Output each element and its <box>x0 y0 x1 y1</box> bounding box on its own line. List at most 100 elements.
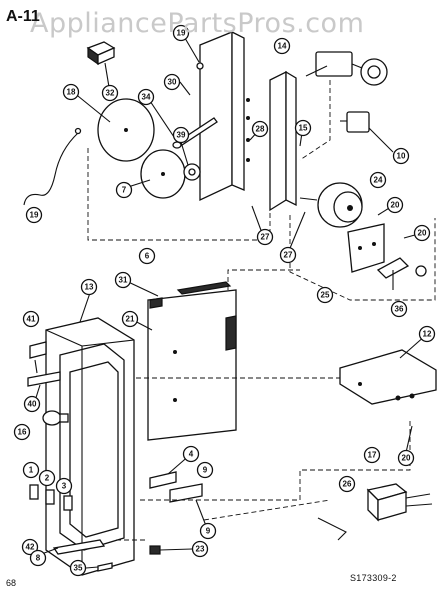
callout-19: 19 <box>25 206 43 224</box>
svg-text:31: 31 <box>119 276 128 285</box>
callout-28: 28 <box>251 120 269 138</box>
drawing-number: S173309-2 <box>350 573 397 583</box>
callout-20: 20 <box>413 224 431 242</box>
svg-text:32: 32 <box>106 89 115 98</box>
svg-text:2: 2 <box>45 474 50 483</box>
svg-text:8: 8 <box>36 554 41 563</box>
micro-switch <box>376 257 410 290</box>
callout-41: 41 <box>22 310 40 328</box>
callout-32: 32 <box>101 84 119 102</box>
callout-40: 40 <box>23 395 41 413</box>
svg-text:40: 40 <box>28 400 37 409</box>
svg-text:35: 35 <box>74 564 83 573</box>
callout-18: 18 <box>62 83 80 101</box>
svg-text:19: 19 <box>30 211 39 220</box>
svg-text:30: 30 <box>168 78 177 87</box>
callout-2: 2 <box>38 469 56 487</box>
svg-text:4: 4 <box>189 450 194 459</box>
callout-1: 1 <box>22 461 40 479</box>
callout-31: 31 <box>114 271 132 289</box>
svg-text:12: 12 <box>423 330 432 339</box>
svg-text:19: 19 <box>177 29 186 38</box>
callout-42: 42 <box>21 538 39 556</box>
callout-27: 27 <box>279 246 297 264</box>
wire-harness <box>23 127 82 206</box>
nut <box>415 265 427 277</box>
svg-text:42: 42 <box>26 543 35 552</box>
callout-26: 26 <box>338 475 356 493</box>
callout-13: 13 <box>80 278 98 296</box>
callout-23: 23 <box>191 540 209 558</box>
callout-19: 19 <box>172 24 190 42</box>
svg-text:9: 9 <box>206 527 211 536</box>
spacer-block <box>149 471 177 489</box>
spacer-block <box>169 483 203 503</box>
control-panel <box>147 289 237 441</box>
svg-text:9: 9 <box>203 466 208 475</box>
connector-strip <box>225 315 237 351</box>
svg-text:23: 23 <box>196 545 205 554</box>
callout-9: 9 <box>196 461 214 479</box>
callout-12: 12 <box>418 325 436 343</box>
svg-text:3: 3 <box>62 482 67 491</box>
gear-motor <box>299 182 363 228</box>
svg-text:27: 27 <box>284 251 293 260</box>
svg-text:34: 34 <box>142 93 151 102</box>
svg-text:41: 41 <box>27 315 36 324</box>
callout-17: 17 <box>363 446 381 464</box>
svg-text:28: 28 <box>256 125 265 134</box>
callout-35: 35 <box>69 559 87 577</box>
svg-text:7: 7 <box>122 186 127 195</box>
callout-34: 34 <box>137 88 155 106</box>
callout-16: 16 <box>13 423 31 441</box>
svg-text:16: 16 <box>18 428 27 437</box>
callout-30: 30 <box>163 73 181 91</box>
callout-3: 3 <box>55 477 73 495</box>
mounting-bracket <box>199 30 297 212</box>
svg-text:1: 1 <box>29 466 34 475</box>
svg-text:20: 20 <box>402 454 411 463</box>
svg-text:15: 15 <box>299 124 308 133</box>
allen-wrench <box>317 517 347 541</box>
callout-15: 15 <box>294 119 312 137</box>
motor-bracket <box>347 223 385 273</box>
svg-text:36: 36 <box>395 305 404 314</box>
callout-20: 20 <box>386 196 404 214</box>
clip <box>63 495 73 511</box>
watermark: AppliancePartsPros.com <box>30 8 365 39</box>
callout-39: 39 <box>172 126 190 144</box>
page-label: A-11 <box>6 8 40 25</box>
page-number: 68 <box>6 578 17 588</box>
svg-text:27: 27 <box>261 233 270 242</box>
svg-text:24: 24 <box>374 176 383 185</box>
knob <box>42 410 69 426</box>
svg-text:25: 25 <box>321 291 330 300</box>
gasket-strip <box>29 341 47 359</box>
callout-25: 25 <box>316 286 334 304</box>
svg-text:17: 17 <box>368 451 377 460</box>
callout-27: 27 <box>256 228 274 246</box>
callout-10: 10 <box>392 147 410 165</box>
switch <box>340 111 394 153</box>
hub <box>183 163 201 181</box>
door-frame <box>45 317 135 576</box>
callout-14: 14 <box>273 37 291 55</box>
svg-text:14: 14 <box>278 42 287 51</box>
clip <box>29 484 39 500</box>
svg-text:6: 6 <box>145 252 150 261</box>
cam-disc-small <box>140 149 186 199</box>
switch-block <box>86 41 116 66</box>
svg-text:18: 18 <box>67 88 76 97</box>
callout-8: 8 <box>29 549 47 567</box>
callout-36: 36 <box>390 300 408 318</box>
mounting-plate <box>339 349 437 405</box>
svg-text:39: 39 <box>177 131 186 140</box>
svg-text:10: 10 <box>397 152 406 161</box>
callout-21: 21 <box>121 310 139 328</box>
callout-9: 9 <box>199 522 217 540</box>
terminal-strip <box>149 281 232 309</box>
cam-disc-large <box>97 98 155 162</box>
svg-text:21: 21 <box>126 315 135 324</box>
callout-6: 6 <box>138 247 156 265</box>
